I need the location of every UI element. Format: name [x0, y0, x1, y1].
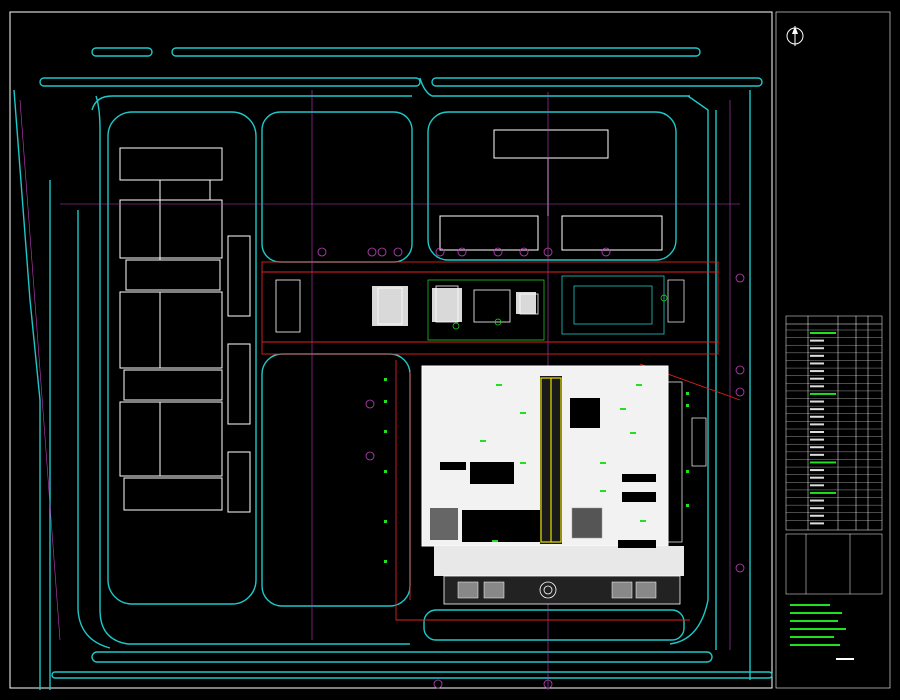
legend-row-mark: [810, 362, 824, 365]
legend-row-mark: [810, 392, 836, 395]
tree-row: [384, 378, 689, 563]
axis-bubbles: [317, 247, 745, 689]
road-network: [13, 47, 773, 690]
legend-row-mark: [810, 385, 824, 388]
legend-row-mark: [810, 370, 824, 373]
upper-right-buildings: [439, 129, 663, 251]
legend-rows: [786, 329, 882, 525]
legend-row-mark: [810, 408, 824, 411]
site-boundary-lines: [261, 261, 741, 621]
legend-row-mark: [810, 415, 824, 418]
main-plant-building: [421, 365, 684, 605]
right-side-structures: [667, 279, 707, 543]
legend-table: [785, 315, 883, 531]
right-margin-frame: [775, 11, 891, 689]
legend-notes: [790, 604, 854, 660]
drawing-frame: [9, 11, 773, 689]
legend-row-mark: [810, 469, 824, 472]
legend-row-mark: [810, 491, 836, 494]
legend-row-mark: [810, 431, 824, 433]
yard-green-details: [427, 279, 668, 341]
legend-row-mark: [810, 423, 824, 426]
utility-buildings: [275, 275, 665, 335]
legend-row-mark: [810, 476, 824, 479]
legend-row-mark: [810, 461, 836, 464]
legend-row-mark: [810, 484, 824, 487]
legend-row-mark: [810, 514, 824, 517]
legend-row-mark: [810, 347, 824, 350]
boiler-house: [432, 288, 462, 322]
legend-row-mark: [810, 453, 824, 456]
north-arrow-icon: [786, 26, 804, 46]
legend-row-mark: [810, 446, 824, 449]
legend-symbols: [785, 533, 883, 595]
left-building-cluster: [119, 147, 251, 513]
legend-row-mark: [810, 332, 836, 334]
legend-row-mark: [810, 522, 824, 525]
legend-row-mark: [810, 400, 824, 403]
guard-house: [516, 292, 536, 314]
legend-row-mark: [810, 354, 824, 357]
legend-row-mark: [810, 507, 824, 510]
legend-row-mark: [810, 499, 824, 502]
pump-house: [372, 286, 408, 326]
legend-row-mark: [810, 377, 824, 380]
legend-row-mark: [810, 339, 824, 342]
main-building-marks: [480, 384, 646, 542]
legend-row-mark: [810, 438, 824, 441]
